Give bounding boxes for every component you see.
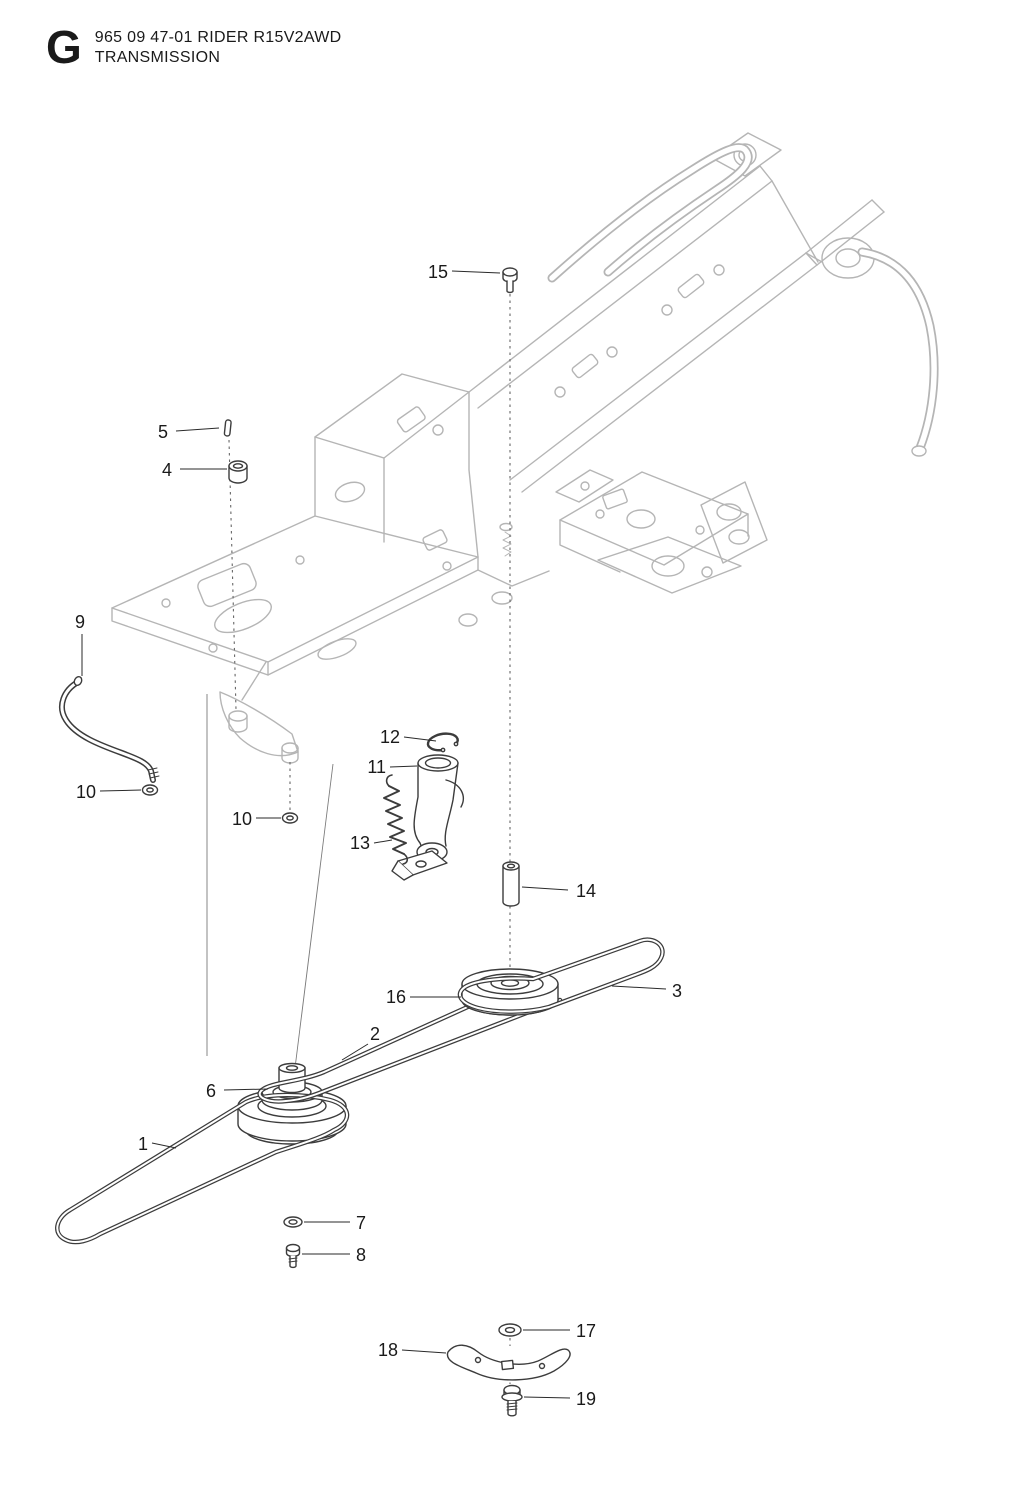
belt-2-drawing	[257, 997, 563, 1104]
callout-8: 8	[356, 1245, 366, 1265]
leader-2	[341, 1043, 369, 1061]
callout-17: 17	[576, 1321, 596, 1341]
rod-9-drawing	[59, 675, 160, 783]
callout-10-left: 10	[76, 782, 96, 802]
leader-lines	[81, 270, 667, 1399]
handlebar-tubes	[547, 143, 939, 457]
nut-10-left-drawing	[141, 784, 159, 796]
bracket-18-drawing	[446, 1344, 571, 1381]
leader-10-left	[99, 789, 142, 792]
callout-1: 1	[138, 1134, 148, 1154]
spring-13-drawing	[383, 774, 409, 865]
callout-4: 4	[162, 460, 172, 480]
callout-5: 5	[158, 422, 168, 442]
nut-10-mid-drawing	[281, 812, 299, 824]
leader-15	[451, 270, 501, 274]
callout-19: 19	[576, 1389, 596, 1409]
chassis-frame-drawing	[111, 132, 885, 764]
leader-18	[401, 1349, 447, 1354]
callout-7: 7	[356, 1213, 366, 1233]
callout-11: 11	[367, 757, 386, 777]
diagram-header: G 965 09 47-01 RIDER R15V2AWD TRANSMISSI…	[46, 24, 342, 70]
callout-labels: 1 2 3 4 5 6 7 8 9 10 10 11 12 13 14 15 1…	[75, 262, 682, 1409]
section-letter: G	[46, 21, 82, 73]
leader-5	[175, 427, 220, 432]
leader-13	[373, 839, 393, 844]
callout-12: 12	[380, 727, 400, 747]
parts-drawings	[55, 267, 665, 1417]
circlip-12-drawing	[426, 732, 459, 753]
projection-lines	[206, 694, 334, 1069]
callout-14: 14	[576, 881, 596, 901]
screw-8-drawing	[285, 1243, 301, 1269]
callout-6: 6	[206, 1081, 216, 1101]
callout-3: 3	[672, 981, 682, 1001]
callout-16: 16	[386, 987, 406, 1007]
screw-15-drawing	[502, 267, 518, 294]
washer-7-drawing	[283, 1216, 303, 1228]
callout-10-mid: 10	[232, 809, 252, 829]
bushing-4-drawing	[228, 460, 248, 484]
spacer-14-drawing	[502, 861, 520, 907]
callout-18: 18	[378, 1340, 398, 1360]
callout-2: 2	[370, 1024, 380, 1044]
callout-15: 15	[428, 262, 448, 282]
pin-5-drawing	[223, 419, 232, 437]
leader-3	[611, 985, 667, 990]
model-title: 965 09 47-01 RIDER R15V2AWD	[94, 29, 342, 46]
section-title: TRANSMISSION	[94, 49, 221, 66]
bolt-19-drawing	[501, 1384, 523, 1417]
leader-12	[403, 736, 437, 742]
leader-1	[151, 1142, 177, 1149]
callout-13: 13	[350, 833, 370, 853]
washer-17-drawing	[498, 1323, 522, 1337]
tensioner-11-drawing	[391, 754, 464, 881]
leader-6	[223, 1088, 269, 1091]
leader-11	[389, 765, 418, 768]
leader-14	[521, 886, 569, 891]
callout-9: 9	[75, 612, 85, 632]
header-titles: 965 09 47-01 RIDER R15V2AWD TRANSMISSION	[95, 24, 342, 68]
belt-3-drawing	[457, 937, 665, 1014]
leader-19	[523, 1396, 571, 1399]
